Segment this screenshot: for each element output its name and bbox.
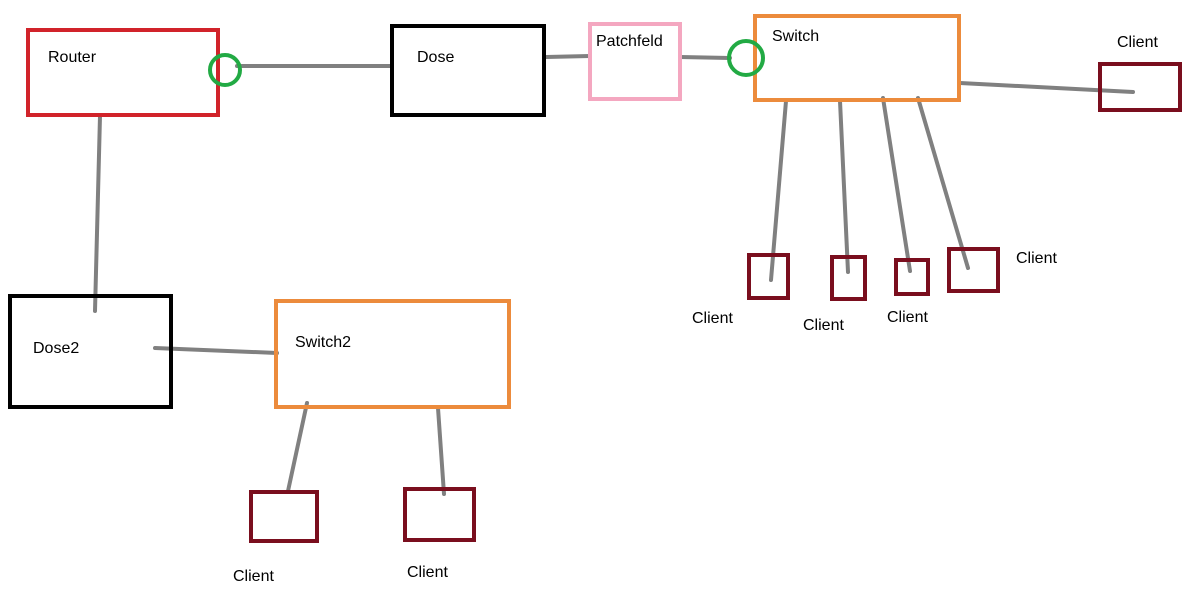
dose-node: Dose <box>390 24 546 117</box>
dose-label: Dose <box>417 49 454 66</box>
client-s4-label: Client <box>1016 250 1057 267</box>
client-right-box <box>1098 62 1182 112</box>
patchfeld-label: Patchfeld <box>596 33 663 50</box>
dose2-label: Dose2 <box>33 340 79 357</box>
client-s3-box <box>894 258 930 296</box>
circle-connector-icon <box>727 39 765 77</box>
link-switch2-client-1 <box>286 401 309 493</box>
link-switch-client-s1 <box>769 99 788 282</box>
router-box <box>26 28 220 117</box>
connections <box>93 54 1135 496</box>
client-sw2-1-label: Client <box>233 568 274 585</box>
link-switch-client-right <box>958 81 1135 94</box>
switch-label: Switch <box>772 28 819 45</box>
link-switch2-client-2 <box>436 406 446 496</box>
router-node: Router <box>26 28 220 117</box>
circle-connector-icon <box>208 53 242 87</box>
link-switch-client-s3 <box>881 96 912 273</box>
dose2-node: Dose2 <box>8 294 173 409</box>
client-s4-box <box>947 247 1000 293</box>
link-router-dose2 <box>93 114 102 313</box>
client-s2-label: Client <box>803 317 844 334</box>
dose2-box <box>8 294 173 409</box>
client-sw2-2-label: Client <box>407 564 448 581</box>
client-s1-box <box>747 253 790 300</box>
switch2-label: Switch2 <box>295 334 351 351</box>
client-sw2-1-box <box>249 490 319 543</box>
clients: Client Client Client Client Client Clien… <box>233 34 1182 585</box>
link-patchfeld-switch <box>678 55 732 60</box>
connectors <box>208 39 765 87</box>
router-label: Router <box>48 49 97 66</box>
link-switch-client-s2 <box>838 99 850 274</box>
client-s2-box <box>830 255 867 301</box>
client-right-label: Client <box>1117 34 1158 51</box>
link-dose-patchfeld <box>544 54 592 59</box>
switch2-box <box>274 299 511 409</box>
patchfeld-box <box>588 22 682 101</box>
link-switch-client-s4 <box>916 96 970 270</box>
switch-node: Switch <box>753 14 961 102</box>
switch-box <box>753 14 961 102</box>
patchfeld-node: Patchfeld <box>588 22 682 101</box>
client-s1-label: Client <box>692 310 733 327</box>
switch2-node: Switch2 <box>274 299 511 409</box>
link-dose2-switch2 <box>153 346 279 355</box>
dose-box <box>390 24 546 117</box>
client-sw2-2-box <box>403 487 476 542</box>
client-s3-label: Client <box>887 309 928 326</box>
